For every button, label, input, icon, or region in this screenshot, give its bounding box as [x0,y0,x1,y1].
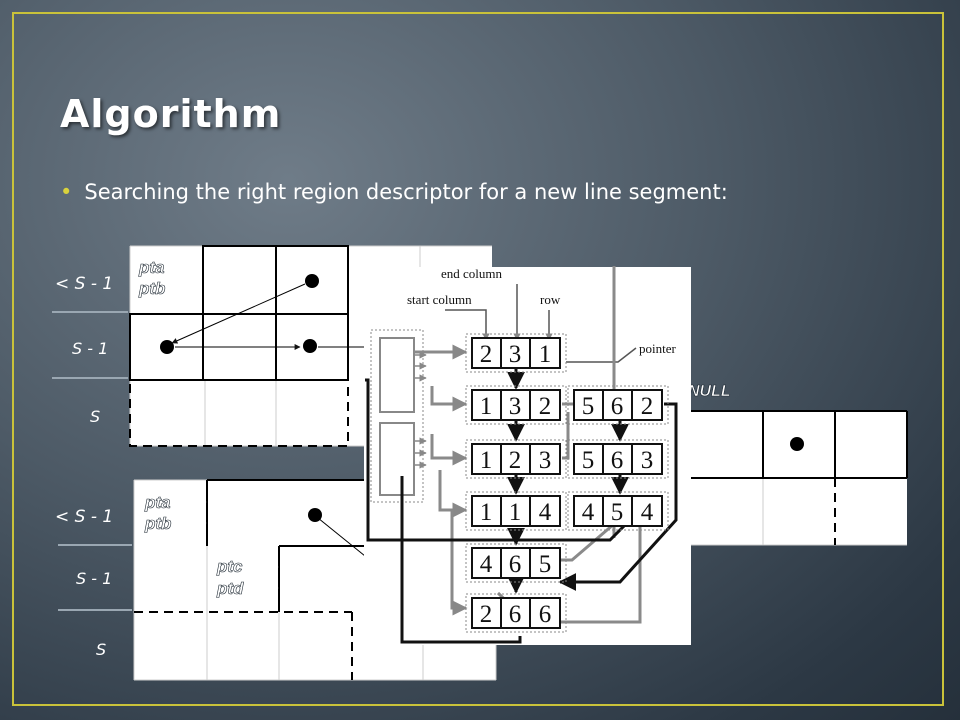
record-1-3-2-end: 3 [509,393,522,420]
label-pointer: pointer [639,341,676,356]
record-5-6-2-start: 5 [582,393,595,420]
record-5-6-3-start: 5 [582,447,595,474]
record-2-3-1-row: 1 [539,341,552,368]
bottom-row-label-1: < S - 1 [55,507,113,527]
record-1-2-3: 1 2 3 [465,439,567,479]
label-row: row [540,292,561,307]
top-row-label-3: S [90,407,100,426]
record-5-6-2: 5 6 2 [567,385,669,425]
right-dot [790,437,804,451]
record-4-5-4-row: 4 [641,499,654,526]
right-grid: NULL [688,383,908,546]
record-2-3-1-start: 2 [480,341,493,368]
bullet-text: Searching the right region descriptor fo… [84,180,728,204]
bottom-row-label-3: S [96,640,106,659]
record-1-3-2-start: 1 [480,393,493,420]
bottom-pointer-ptb: ptb [144,514,171,533]
record-1-2-3-end: 2 [509,447,522,474]
top-row-labels: < S - 1 S - 1 S [52,274,128,426]
record-2-3-1: 2 3 1 [465,333,567,373]
record-5-6-2-end: 6 [611,393,624,420]
record-2-6-6-row: 6 [539,601,552,628]
bottom-pointer-pta: pta [144,493,171,512]
record-4-6-5: 4 6 5 [465,543,567,583]
record-1-1-4-end: 1 [509,499,522,526]
label-end-column: end column [441,266,503,281]
top-dot-1 [305,274,319,288]
record-4-5-4-end: 5 [611,499,624,526]
bottom-row-labels: < S - 1 S - 1 S [55,507,132,659]
null-label: NULL [688,383,731,400]
top-pointer-pta: pta [138,258,165,277]
label-start-column: start column [407,292,472,307]
record-5-6-2-row: 2 [641,393,654,420]
data-structure-inset: end column start column row pointer [364,266,691,645]
record-2-3-1-end: 3 [509,341,522,368]
record-1-1-4-row: 4 [539,499,552,526]
top-dot-2 [160,340,174,354]
record-1-1-4-start: 1 [480,499,493,526]
record-5-6-3-row: 3 [641,447,654,474]
top-pointer-ptb: ptb [138,279,165,298]
record-1-2-3-row: 3 [539,447,552,474]
record-4-6-5-end: 6 [509,551,522,578]
top-row-label-1: < S - 1 [55,274,113,294]
record-4-5-4-start: 4 [582,499,595,526]
record-4-5-4: 4 5 4 [567,491,669,531]
record-1-1-4: 1 1 4 [465,491,567,531]
record-2-6-6: 2 6 6 [465,593,567,633]
record-1-3-2: 1 3 2 [465,385,567,425]
bottom-row-label-2: S - 1 [76,569,112,588]
record-2-6-6-end: 6 [509,601,522,628]
record-1-3-2-row: 2 [539,393,552,420]
slide-title: Algorithm [60,92,282,136]
bullet-item: • Searching the right region descriptor f… [60,180,728,204]
bottom-pointer-ptc: ptc [216,557,243,576]
record-2-6-6-start: 2 [480,601,493,628]
record-5-6-3-end: 6 [611,447,624,474]
record-4-6-5-start: 4 [480,551,493,578]
record-5-6-3: 5 6 3 [567,439,669,479]
bullet-dot-icon: • [60,180,73,204]
record-4-6-5-row: 5 [539,551,552,578]
top-row-label-2: S - 1 [72,339,108,358]
bottom-pointer-ptd: ptd [216,579,244,598]
top-dot-3 [303,339,317,353]
record-1-2-3-start: 1 [480,447,493,474]
